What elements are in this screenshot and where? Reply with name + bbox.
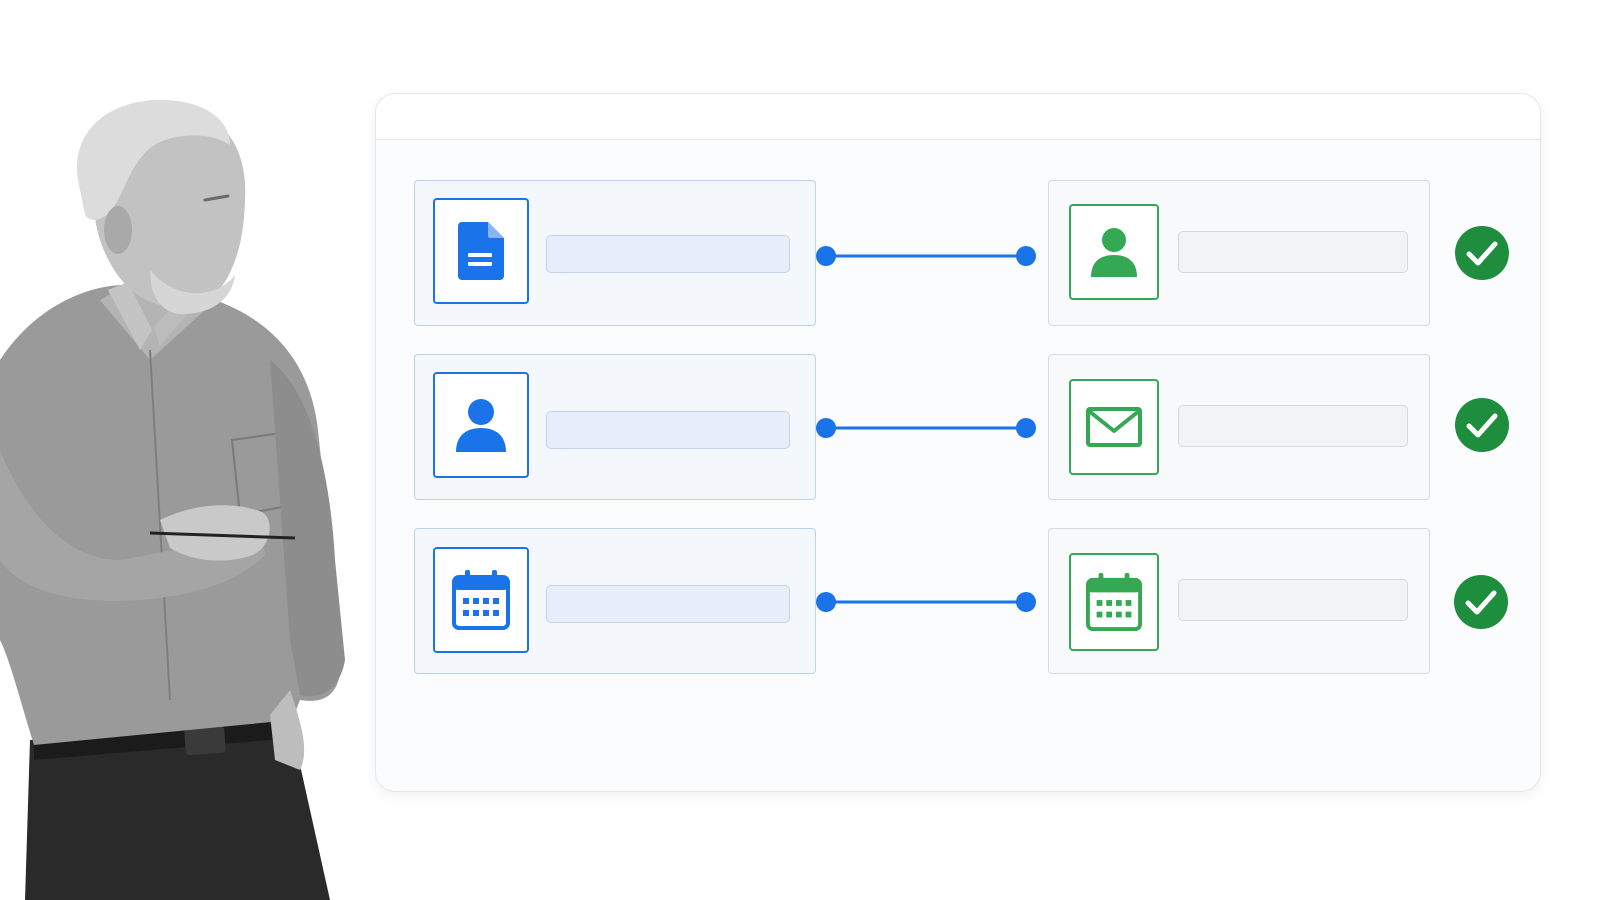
connector-line-1: [816, 246, 1036, 266]
calendar-icon: [452, 570, 510, 630]
target-icon-box-2: [1069, 379, 1159, 475]
check-icon: [1455, 398, 1509, 452]
target-card-2[interactable]: [1048, 354, 1430, 500]
connector-end-dot[interactable]: [1016, 592, 1036, 612]
source-field-3[interactable]: [546, 585, 790, 623]
connector-start-dot[interactable]: [816, 246, 836, 266]
panel-header: [376, 94, 1540, 140]
mapping-panel: [375, 93, 1541, 792]
check-icon: [1455, 226, 1509, 280]
source-icon-box-2: [433, 372, 529, 478]
connector-start-dot[interactable]: [816, 418, 836, 438]
target-icon-box-3: [1069, 553, 1159, 651]
source-card-3[interactable]: [414, 528, 816, 674]
person-icon: [1091, 228, 1137, 277]
source-field-2[interactable]: [546, 411, 790, 449]
connector-end-dot[interactable]: [1016, 246, 1036, 266]
target-icon-box-1: [1069, 204, 1159, 300]
target-field-2[interactable]: [1178, 405, 1408, 447]
mail-icon: [1086, 407, 1142, 447]
target-field-3[interactable]: [1178, 579, 1408, 621]
person-icon: [456, 399, 506, 452]
source-card-1[interactable]: [414, 180, 816, 326]
calendar-icon: [1086, 573, 1142, 631]
source-icon-box-1: [433, 198, 529, 304]
target-card-1[interactable]: [1048, 180, 1430, 326]
source-card-2[interactable]: [414, 354, 816, 500]
source-icon-box-3: [433, 547, 529, 653]
connector-line-2: [816, 418, 1036, 438]
source-field-1[interactable]: [546, 235, 790, 273]
target-field-1[interactable]: [1178, 231, 1408, 273]
document-icon: [458, 222, 504, 280]
presenter-illustration: [0, 100, 345, 900]
connector-line-3: [816, 592, 1036, 612]
connector-end-dot[interactable]: [1016, 418, 1036, 438]
connector-start-dot[interactable]: [816, 592, 836, 612]
target-card-3[interactable]: [1048, 528, 1430, 674]
check-icon: [1454, 575, 1508, 629]
